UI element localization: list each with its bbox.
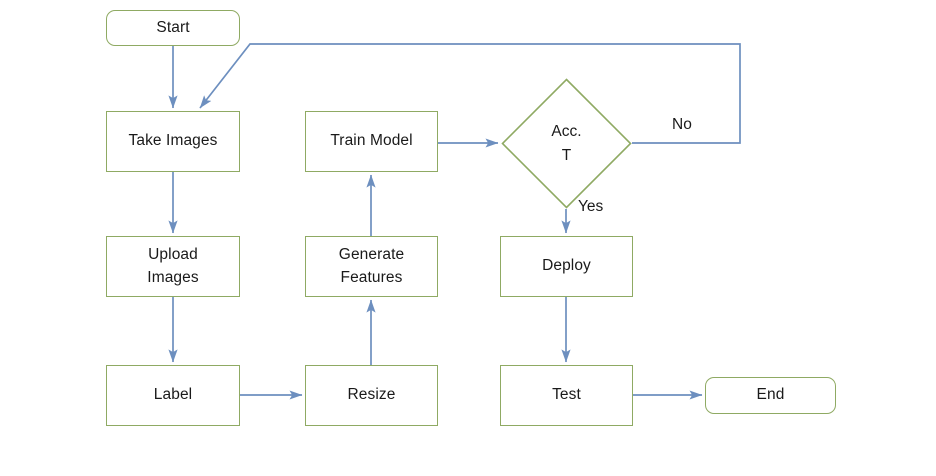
node-end[interactable]: End — [705, 377, 836, 414]
node-accuracy-decision-label: Acc. T — [551, 123, 582, 164]
edge-label-no: No — [672, 116, 692, 133]
node-test[interactable]: Test — [500, 365, 633, 426]
node-start[interactable]: Start — [106, 10, 240, 46]
diamond-shape — [501, 78, 632, 209]
edge-label-yes: Yes — [578, 198, 604, 215]
node-train-model[interactable]: Train Model — [305, 111, 438, 172]
edge-acc-to-take-feedback — [199, 43, 741, 144]
node-generate-features[interactable]: Generate Features — [305, 236, 438, 297]
node-accuracy-decision[interactable]: Acc. T — [501, 78, 632, 209]
node-upload-images[interactable]: Upload Images — [106, 236, 240, 297]
node-take-images[interactable]: Take Images — [106, 111, 240, 172]
node-resize[interactable]: Resize — [305, 365, 438, 426]
node-deploy[interactable]: Deploy — [500, 236, 633, 297]
node-label[interactable]: Label — [106, 365, 240, 426]
